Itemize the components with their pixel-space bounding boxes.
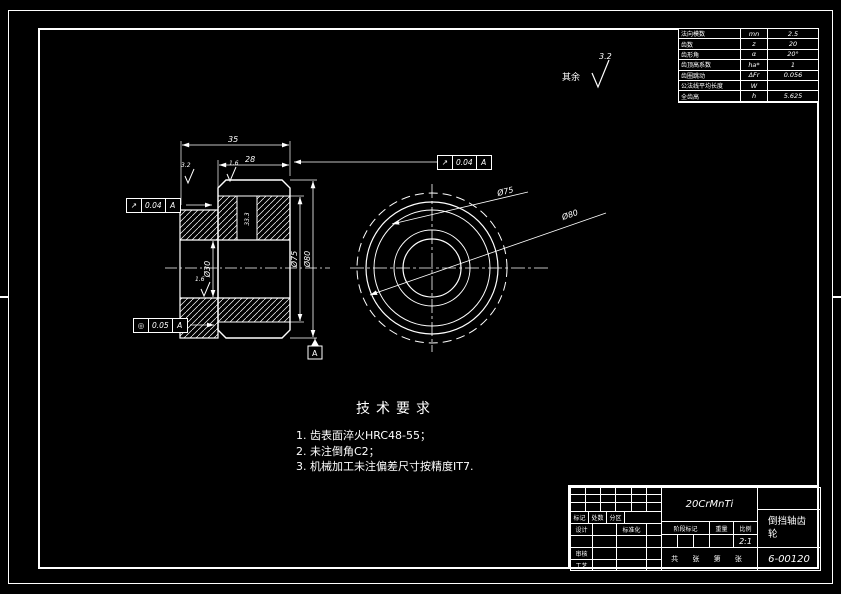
label-process: 工艺 (570, 559, 593, 571)
dim-bore: Ø30 (202, 261, 212, 278)
fcf-right-symbol: ↗ (437, 155, 453, 170)
gear-param-symbol: z (741, 39, 768, 50)
gear-param-label: 齿圈跳动 (679, 70, 741, 81)
surface-note-value: 3.2 (599, 52, 612, 61)
tech-requirements-title: 技术要求 (356, 401, 436, 417)
tech-requirement-item: 1. 齿表面淬火HRC48-55； (296, 429, 432, 442)
sheet-info: 共 张 第 张 (661, 547, 758, 571)
gear-param-label: 公法线平均长度 (679, 80, 741, 92)
fcf-right-tolerance: 0.04 (453, 155, 477, 170)
side-view-dimensions: 35 28 Ø30 33.3 Ø75 Ø80 (180, 135, 437, 360)
drawing-number: 6-00120 (757, 547, 821, 571)
gear-param-value: 1 (768, 60, 818, 71)
fcf-left-datum: A (165, 198, 181, 213)
side-view-section (165, 179, 330, 339)
gear-param-label: 齿形角 (679, 49, 741, 61)
gear-param-label: 齿数 (679, 39, 741, 50)
roughness-mark-2: 1.6 (229, 160, 239, 167)
stage-cell (661, 534, 678, 548)
gear-param-symbol: mn (741, 29, 768, 40)
dim-root-diameter: Ø75 (289, 251, 299, 268)
tech-requirement-item: 2. 未注倒角C2； (296, 444, 380, 458)
center-mark-left (0, 296, 9, 298)
gear-param-label: 法向模数 (679, 29, 741, 40)
dim-face-width: 28 (245, 155, 255, 164)
dim-keyway: 33.3 (244, 212, 251, 226)
fcf-left-symbol: ↗ (126, 198, 142, 213)
label-stage-mark: 阶段标记 (661, 521, 710, 535)
tech-requirements: 技术要求 1. 齿表面淬火HRC48-55； 2. 未注倒角C2； 3. 机械加… (296, 398, 473, 475)
gear-param-symbol: ΔFr (741, 70, 768, 81)
roughness-mark-1: 3.2 (181, 162, 191, 169)
part-name: 倒挡轴齿轮 (757, 509, 821, 548)
gear-param-value: 0.056 (768, 71, 818, 81)
front-view: Ø75 Ø80 (350, 184, 607, 352)
fcf-left: ↗ 0.04 A (126, 198, 181, 213)
gear-param-symbol: ha* (741, 60, 768, 71)
gear-param-value (768, 81, 818, 92)
gear-param-symbol: h (741, 91, 768, 102)
front-leader-dim-2: Ø80 (559, 207, 579, 222)
scale-value: 2:1 (733, 534, 758, 548)
label-scale: 比例 (733, 521, 758, 535)
gear-param-value: 20° (768, 50, 818, 61)
tech-requirement-item: 3. 机械加工未注偏差尺寸按精度IT7. (296, 460, 474, 473)
weight-value-cell (709, 534, 734, 548)
label-weight: 重量 (709, 521, 734, 535)
fcf-bottom-tolerance: 0.05 (149, 318, 173, 333)
title-block: 标记 处数 分区 设计 标准化 审核 工艺 20CrMnTi 阶段标记 重量 比… (568, 485, 821, 571)
gear-param-value: 20 (768, 39, 818, 50)
material-cell: 20CrMnTi (661, 487, 758, 522)
fcf-left-tolerance: 0.04 (142, 198, 166, 213)
gear-parameter-table: 法向模数 mn 2.5 齿数 z 20 齿形角 α 20° 齿顶高系数 ha* … (678, 28, 819, 103)
stage-cell (677, 534, 694, 548)
fcf-bottom: ◎ 0.05 A (133, 318, 188, 333)
sign-cell (592, 559, 617, 571)
inner-border-frame (38, 28, 819, 569)
gear-param-value: 2.5 (768, 29, 818, 40)
surface-note-label: 其余 (562, 73, 581, 83)
dim-total-width: 35 (228, 135, 238, 144)
fcf-right-datum: A (476, 155, 492, 170)
fcf-bottom-datum: A (172, 318, 188, 333)
datum-flag: A (312, 349, 318, 358)
fcf-bottom-symbol: ◎ (133, 318, 149, 333)
front-leader-dim-1: Ø75 (495, 184, 514, 198)
gear-param-value: 5.625 (768, 91, 818, 102)
general-roughness-symbol (591, 59, 610, 89)
sign-cell (646, 559, 662, 571)
fcf-right: ↗ 0.04 A (437, 155, 492, 170)
gear-param-label: 齿顶高系数 (679, 60, 741, 71)
company-cell (757, 487, 821, 510)
roughness-mark-3: 1.6 (195, 276, 205, 283)
sign-cell (616, 559, 647, 571)
gear-param-symbol: α (741, 49, 768, 61)
dim-tip-diameter: Ø80 (302, 251, 312, 268)
stage-cell (693, 534, 710, 548)
gear-param-symbol: W (741, 80, 768, 92)
gear-param-label: 全齿高 (679, 91, 741, 102)
center-mark-right (832, 296, 841, 298)
